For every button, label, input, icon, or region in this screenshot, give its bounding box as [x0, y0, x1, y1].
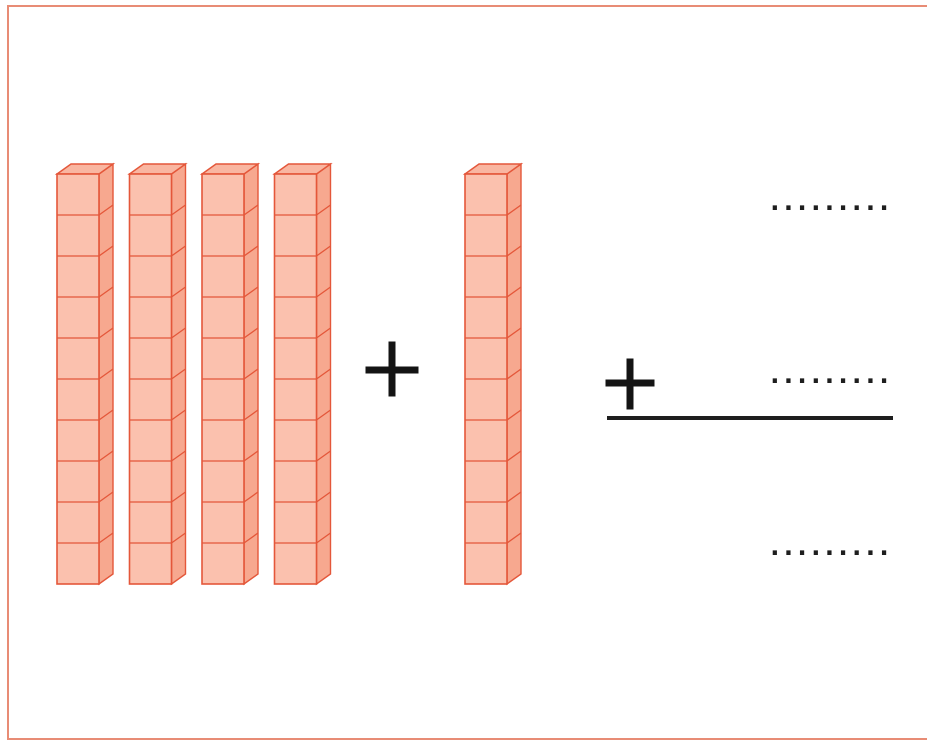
cube-divider-side [316, 532, 331, 544]
cube-divider-side [506, 327, 522, 339]
cube-divider-side [243, 245, 259, 257]
cube-divider-side [171, 532, 186, 544]
cube-divider-side [316, 286, 331, 298]
cube-divider-side [243, 368, 259, 380]
ten-rod [272, 162, 333, 586]
cube-divider-side [316, 245, 331, 257]
plus-sign-column [605, 358, 655, 410]
cube-divider-side [98, 409, 114, 421]
blank-sum: ......... [767, 532, 890, 562]
cube-divider-side [98, 450, 114, 462]
cube-divider-side [243, 327, 259, 339]
blank-top-number: ......... [767, 187, 890, 217]
cube-divider-side [506, 491, 522, 503]
cube-divider-side [243, 532, 259, 544]
ten-rod [462, 162, 524, 586]
cube-divider-side [98, 368, 114, 380]
cube-divider-side [98, 532, 114, 544]
cube-divider-side [316, 368, 331, 380]
ten-rod [127, 162, 188, 586]
cube-divider-side [171, 286, 186, 298]
cube-divider-side [171, 245, 186, 257]
cube-divider-side [171, 450, 186, 462]
cube-divider-side [506, 450, 522, 462]
cube-divider-side [506, 368, 522, 380]
cube-divider-side [506, 204, 522, 216]
cube-divider-side [316, 491, 331, 503]
cube-divider-side [171, 327, 186, 339]
cube-divider-side [316, 204, 331, 216]
cube-divider-side [243, 450, 259, 462]
cube-divider-side [98, 204, 114, 216]
cube-divider-side [171, 368, 186, 380]
ten-rod [54, 162, 116, 586]
right-rod-group [462, 162, 524, 586]
cube-divider-side [243, 286, 259, 298]
cube-divider-side [506, 532, 522, 544]
cube-divider-side [98, 327, 114, 339]
cube-divider-side [171, 204, 186, 216]
column-addition: ......... ......... ......... [605, 187, 893, 562]
ten-rod [199, 162, 261, 586]
cube-divider-side [316, 450, 331, 462]
cube-divider-side [243, 491, 259, 503]
cube-divider-side [316, 409, 331, 421]
cube-divider-side [506, 286, 522, 298]
cube-divider-side [316, 327, 331, 339]
cube-divider-side [98, 491, 114, 503]
cube-divider-side [243, 204, 259, 216]
cube-divider-side [171, 409, 186, 421]
plus-sign-middle [365, 341, 419, 397]
cube-divider-side [98, 245, 114, 257]
cube-divider-side [98, 286, 114, 298]
left-rod-group [54, 162, 333, 586]
cube-divider-side [243, 409, 259, 421]
blank-second-number: ......... [767, 360, 890, 390]
cube-divider-side [171, 491, 186, 503]
cube-divider-side [506, 409, 522, 421]
cube-divider-side [506, 245, 522, 257]
